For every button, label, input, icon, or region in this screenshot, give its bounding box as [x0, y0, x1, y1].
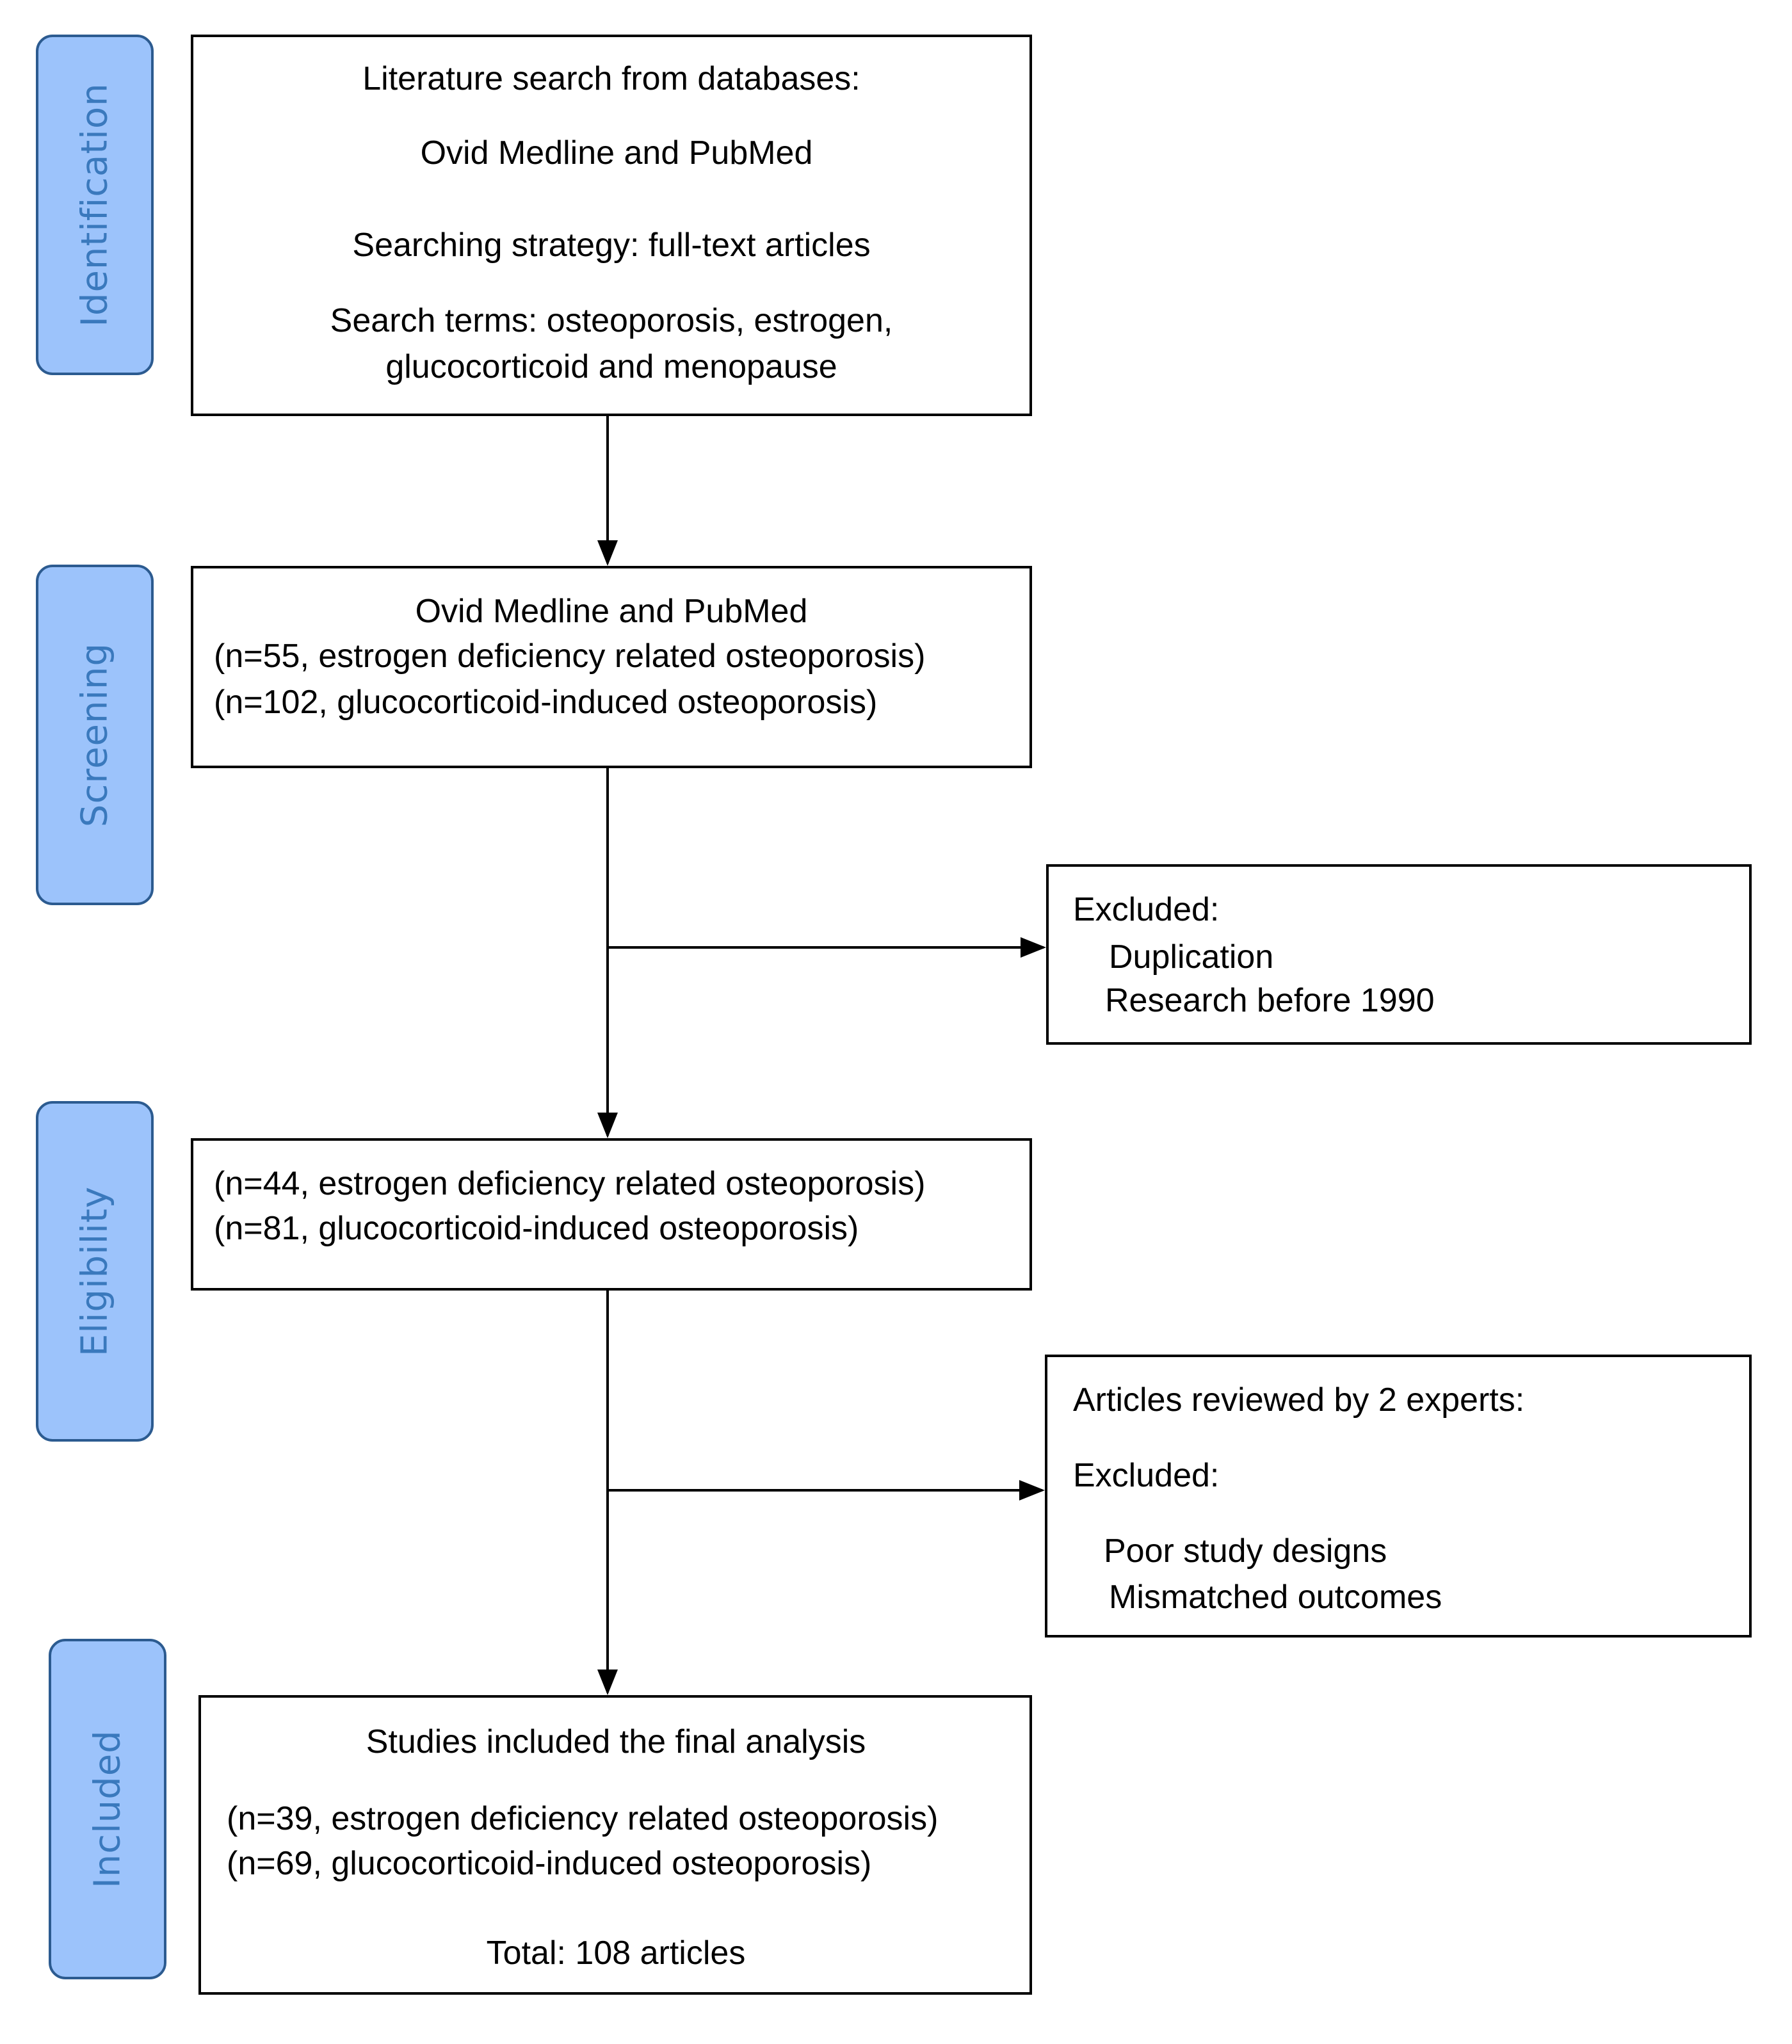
included-line-1: Studies included the final analysis: [366, 1723, 866, 1760]
included-line-3: (n=69, glucocorticoid-induced osteoporos…: [227, 1845, 872, 1882]
screening-line-1: Ovid Medline and PubMed: [415, 593, 808, 630]
identification-line-3: Searching strategy: full-text articles: [352, 227, 871, 264]
screening-line-3: (n=102, glucocorticoid-induced osteoporo…: [214, 684, 878, 721]
identification-line-4: Search terms: osteoporosis, estrogen,: [330, 302, 893, 339]
stage-tab-eligibility: Eligibility: [36, 1101, 154, 1442]
excluded-2-line-1: Articles reviewed by 2 experts:: [1073, 1381, 1525, 1419]
excluded-box-2: [1045, 1355, 1752, 1638]
eligibility-box: [191, 1138, 1032, 1291]
screening-box: [191, 566, 1032, 768]
eligibility-line-1: (n=44, estrogen deficiency related osteo…: [214, 1165, 926, 1202]
stage-tab-included: Included: [49, 1639, 166, 1979]
included-line-4: Total: 108 articles: [486, 1935, 746, 1972]
included-line-2: (n=39, estrogen deficiency related osteo…: [227, 1800, 939, 1837]
identification-line-2: Ovid Medline and PubMed: [420, 134, 813, 172]
included-box: [198, 1695, 1032, 1995]
stage-tab-screening: Screening: [36, 565, 154, 905]
identification-line-5: glucocorticoid and menopause: [385, 348, 837, 385]
eligibility-line-2: (n=81, glucocorticoid-induced osteoporos…: [214, 1210, 859, 1247]
excluded-1-item-2: Research before 1990: [1105, 982, 1435, 1019]
excluded-1-title: Excluded:: [1073, 891, 1220, 928]
excluded-2-item-2: Mismatched outcomes: [1109, 1579, 1442, 1616]
screening-line-2: (n=55, estrogen deficiency related osteo…: [214, 638, 926, 675]
identification-line-1: Literature search from databases:: [362, 60, 860, 97]
excluded-2-item-1: Poor study designs: [1104, 1533, 1387, 1570]
excluded-2-line-2: Excluded:: [1073, 1457, 1220, 1494]
excluded-box-1: [1046, 864, 1752, 1045]
excluded-1-item-1: Duplication: [1109, 938, 1274, 976]
stage-tab-identification: Identification: [36, 35, 154, 375]
identification-box: [191, 35, 1032, 416]
